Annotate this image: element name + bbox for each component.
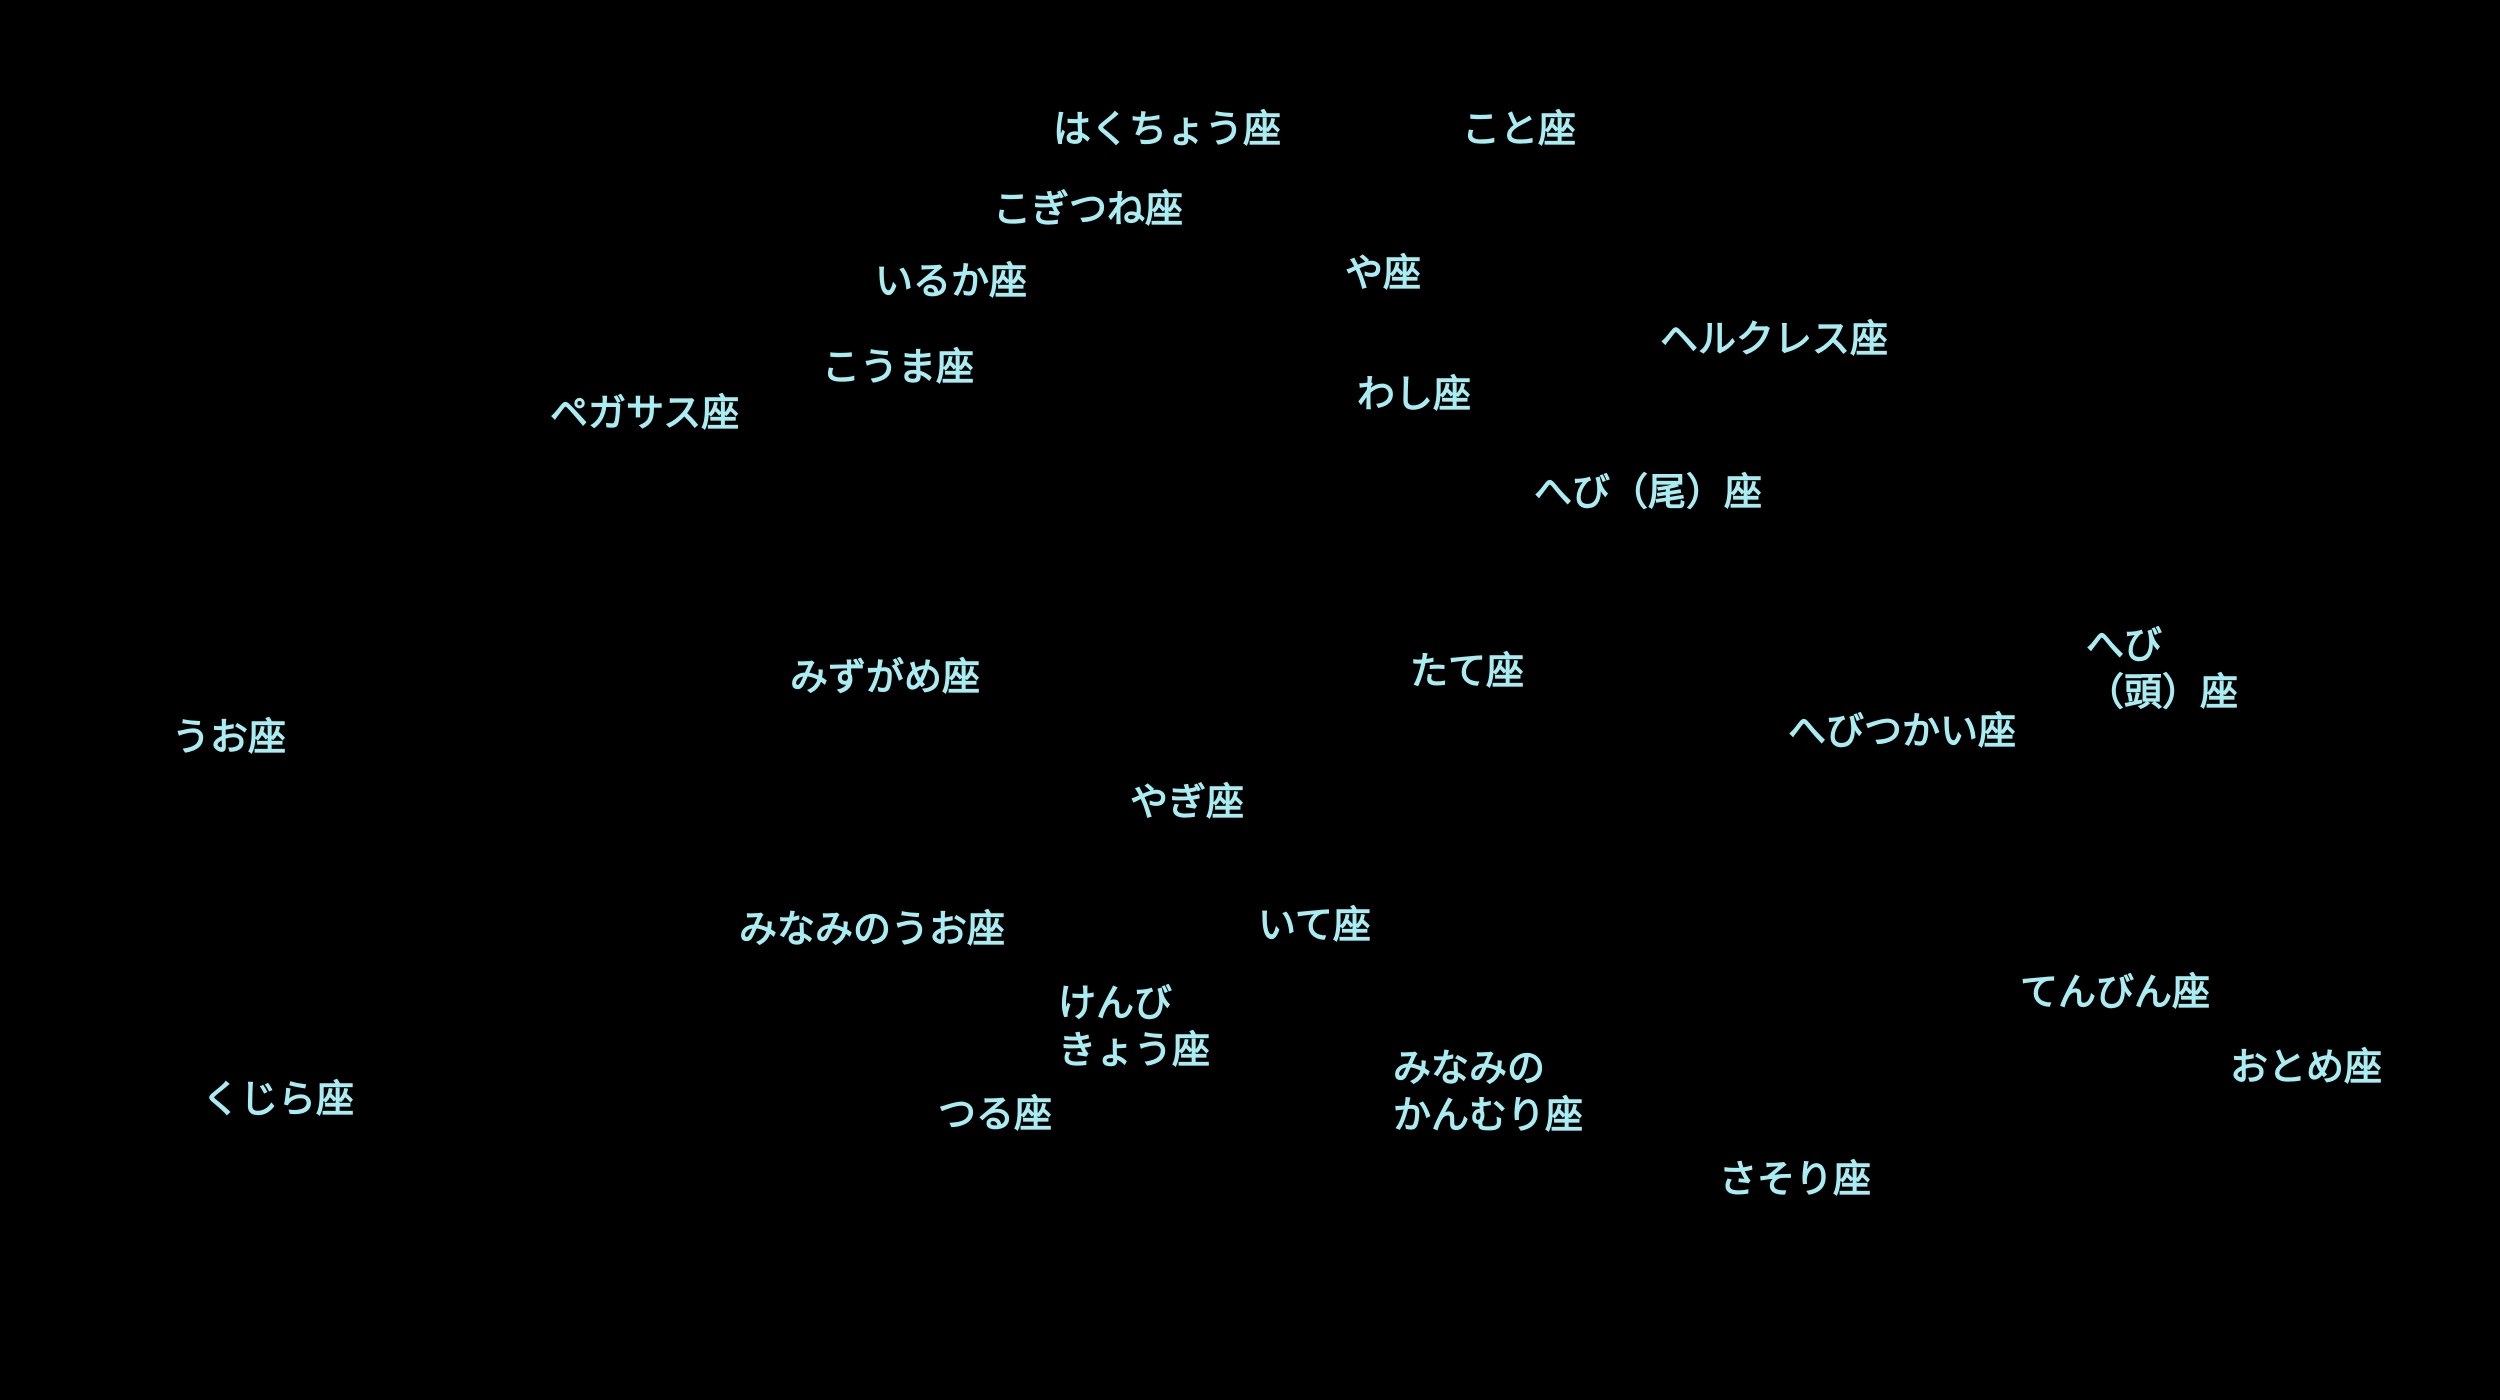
constellation-label-line: ペガサス座 — [550, 391, 740, 435]
constellation-label-line: へび — [2086, 623, 2163, 667]
constellation-label-line: いて座 — [1258, 903, 1371, 947]
constellation-label-hebitsukai: へびつかい座 — [1788, 708, 2016, 755]
constellation-label-iruka: いるか座 — [875, 258, 1027, 305]
constellation-label-line: かんむり座 — [1393, 1093, 1584, 1137]
constellation-label-sasori: さそり座 — [1719, 1156, 1871, 1203]
constellation-label-line: みずがめ座 — [790, 655, 981, 699]
constellation-label-koto: こと座 — [1462, 106, 1576, 153]
constellation-label-line: いるか座 — [875, 259, 1028, 303]
constellation-label-line: こと座 — [1462, 107, 1577, 151]
constellation-label-washi: わし座 — [1357, 371, 1471, 418]
constellation-label-kenbikyou: けんびきょう座 — [1058, 980, 1210, 1074]
constellation-label-line: へび（尾）座 — [1534, 470, 1763, 514]
constellation-label-line: やぎ座 — [1130, 780, 1245, 824]
constellation-label-line: うお座 — [172, 715, 287, 759]
constellation-label-line: はくちょう座 — [1053, 107, 1282, 151]
constellation-label-ya: や座 — [1345, 250, 1421, 297]
constellation-label-otome: おとめ座 — [2230, 1044, 2382, 1091]
constellation-label-tate: たて座 — [1410, 648, 1524, 695]
constellation-label-pegasasu: ペガサス座 — [550, 390, 739, 437]
constellation-label-hebi-o: へび（尾）座 — [1534, 469, 1762, 516]
constellation-label-line: わし座 — [1357, 372, 1472, 416]
constellation-label-minaminouo: みなみのうお座 — [739, 906, 1005, 953]
constellation-label-line: こうま座 — [822, 345, 975, 389]
constellation-label-line: や座 — [1345, 251, 1422, 295]
constellation-label-line: きょう座 — [1058, 1028, 1211, 1072]
constellation-label-line: たて座 — [1410, 649, 1525, 693]
constellation-label-line: つる座 — [938, 1092, 1053, 1136]
constellation-label-line: さそり座 — [1719, 1157, 1872, 1201]
constellation-label-ite: いて座 — [1258, 902, 1371, 949]
constellation-label-mizugame: みずがめ座 — [790, 654, 980, 701]
constellation-label-hakuchou: はくちょう座 — [1053, 106, 1281, 153]
constellation-label-kogitsune: こぎつね座 — [993, 186, 1183, 233]
constellation-label-line: （頭）座 — [2086, 670, 2239, 714]
constellation-label-tsuru: つる座 — [938, 1091, 1052, 1138]
constellation-label-line: てんびん座 — [2020, 970, 2211, 1014]
constellation-label-line: みなみのうお座 — [739, 907, 1006, 951]
constellation-label-herukuresu: ヘルクレス座 — [1660, 316, 1888, 363]
constellation-label-line: みなみの — [1393, 1046, 1546, 1090]
constellation-label-line: こぎつね座 — [993, 187, 1184, 231]
constellation-label-line: おとめ座 — [2230, 1045, 2383, 1089]
constellation-label-line: くじら座 — [202, 1077, 355, 1121]
constellation-label-minaminokanmuri: みなみのかんむり座 — [1393, 1045, 1583, 1139]
constellation-label-line: へびつかい座 — [1788, 709, 2017, 753]
constellation-label-tenbin: てんびん座 — [2020, 969, 2210, 1016]
constellation-label-kouma: こうま座 — [822, 344, 974, 391]
constellation-label-hebi-atama: へび（頭）座 — [2086, 622, 2238, 716]
constellation-label-yagi: やぎ座 — [1130, 779, 1244, 826]
constellation-label-kujira: くじら座 — [202, 1076, 354, 1123]
constellation-label-uo: うお座 — [172, 714, 286, 761]
constellation-label-line: ヘルクレス座 — [1660, 317, 1889, 361]
constellation-label-line: けんび — [1058, 981, 1173, 1025]
